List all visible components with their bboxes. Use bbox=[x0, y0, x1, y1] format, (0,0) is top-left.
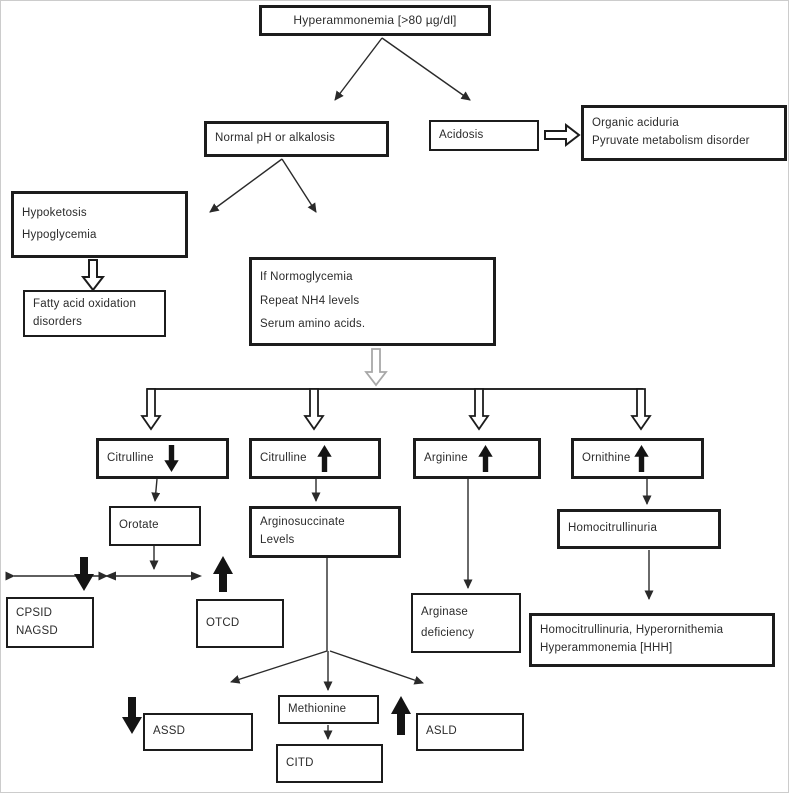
node-hypoketosis: Hypoketosis Hypoglycemia bbox=[11, 191, 188, 258]
node-label: Fatty acid oxidation disorders bbox=[33, 297, 137, 328]
hollow-down-arrow-icon bbox=[630, 388, 652, 431]
node-arginine-high: Arginine bbox=[413, 438, 541, 479]
node-ornithine-high: Ornithine bbox=[571, 438, 704, 479]
thick-up-arrow-icon bbox=[213, 556, 233, 592]
node-acidosis: Acidosis bbox=[429, 120, 539, 151]
node-label: Ornithine bbox=[582, 451, 631, 464]
hollow-down-arrow-icon bbox=[80, 259, 106, 292]
node-label: Hyperammonemia [>80 µg/dl] bbox=[293, 13, 457, 28]
node-label: Arginosuccinate Levels bbox=[260, 516, 345, 546]
node-assd: ASSD bbox=[143, 713, 253, 751]
node-normal-ph: Normal pH or alkalosis bbox=[204, 121, 389, 157]
thick-down-arrow-icon bbox=[74, 557, 94, 591]
node-hhh-syndrome: Homocitrullinuria, Hyperornithemia Hyper… bbox=[529, 613, 775, 667]
node-label: If Normoglycemia Repeat NH4 levels Serum… bbox=[260, 271, 366, 331]
gray-hollow-down-arrow-icon bbox=[364, 348, 388, 387]
connector-citrullinelow-to-orotate bbox=[151, 478, 161, 502]
node-label: Homocitrullinuria, Hyperornithemia Hyper… bbox=[540, 624, 724, 654]
connector-branch-to-assd bbox=[230, 650, 328, 684]
node-label: Acidosis bbox=[439, 128, 484, 141]
connector-normalph-to-hypoketosis bbox=[209, 158, 283, 213]
node-citd: CITD bbox=[276, 744, 383, 783]
node-label: CITD bbox=[286, 756, 314, 769]
hollow-down-arrow-icon bbox=[140, 388, 162, 431]
up-arrow-icon bbox=[317, 445, 332, 472]
node-label: ASLD bbox=[426, 725, 457, 738]
node-otcd: OTCD bbox=[196, 599, 284, 648]
connector-branch-to-asld bbox=[329, 650, 424, 685]
connector-top-to-acidosis bbox=[381, 37, 471, 101]
node-label: Normal pH or alkalosis bbox=[215, 132, 336, 145]
connector-normalph-to-normoglycemia bbox=[281, 158, 317, 213]
down-arrow-icon bbox=[164, 445, 179, 472]
up-arrow-icon bbox=[634, 445, 650, 472]
up-arrow-icon bbox=[478, 445, 493, 472]
node-asld: ASLD bbox=[416, 713, 524, 751]
thick-down-arrow-icon bbox=[122, 697, 142, 734]
node-label: Hypoketosis Hypoglycemia bbox=[22, 206, 97, 241]
node-homocitrullinuria: Homocitrullinuria bbox=[557, 509, 721, 549]
node-methionine: Methionine bbox=[278, 695, 379, 724]
hollow-down-arrow-icon bbox=[303, 388, 325, 431]
connector-orotate-double-arrow bbox=[5, 571, 202, 581]
node-label: Organic aciduria Pyruvate metabolism dis… bbox=[592, 117, 750, 147]
hollow-down-arrow-icon bbox=[468, 388, 490, 431]
connector-top-to-normalph bbox=[334, 37, 383, 101]
node-arginosuccinate: Arginosuccinate Levels bbox=[249, 506, 401, 558]
node-normoglycemia: If Normoglycemia Repeat NH4 levels Serum… bbox=[249, 257, 496, 346]
node-hyperammonemia: Hyperammonemia [>80 µg/dl] bbox=[259, 5, 491, 36]
node-organic-aciduria: Organic aciduria Pyruvate metabolism dis… bbox=[581, 105, 787, 161]
node-orotate: Orotate bbox=[109, 506, 201, 546]
thick-up-arrow-icon bbox=[391, 696, 411, 735]
node-label: OTCD bbox=[206, 616, 240, 629]
node-citrulline-high: Citrulline bbox=[249, 438, 381, 479]
node-label: Homocitrullinuria bbox=[568, 522, 658, 535]
node-citrulline-low: Citrulline bbox=[96, 438, 229, 479]
node-label: Arginase deficiency bbox=[421, 605, 475, 639]
node-label: Orotate bbox=[119, 519, 159, 532]
node-fatty-acid-oxidation: Fatty acid oxidation disorders bbox=[23, 290, 166, 337]
node-cpsid-nagsd: CPSID NAGSD bbox=[6, 597, 94, 648]
node-arginase-deficiency: Arginase deficiency bbox=[411, 593, 521, 653]
hollow-right-arrow-icon bbox=[544, 122, 581, 148]
node-label: CPSID NAGSD bbox=[16, 606, 58, 637]
node-label: ASSD bbox=[153, 725, 186, 738]
node-label: Citrulline bbox=[107, 451, 154, 464]
node-label: Methionine bbox=[288, 702, 347, 715]
node-label: Arginine bbox=[424, 451, 468, 464]
node-label: Citrulline bbox=[260, 451, 307, 464]
